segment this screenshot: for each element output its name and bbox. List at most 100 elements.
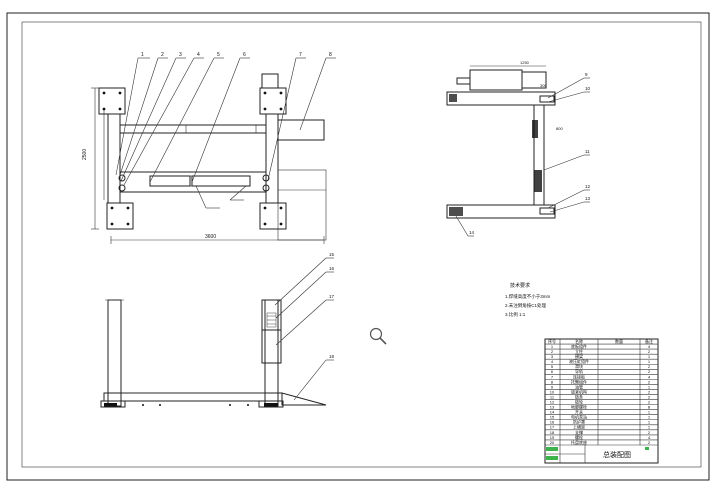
- balloon-label: 6: [243, 52, 246, 58]
- bom-cell: 20: [550, 440, 555, 445]
- bom-cell: 油管: [575, 383, 583, 389]
- title-block-name: 总装配图: [603, 450, 631, 459]
- bom-cell: 4: [648, 344, 651, 349]
- bom-cell: 液压缸组件: [569, 358, 589, 364]
- tech-note: 2.未注倒角按C1处理: [505, 302, 547, 309]
- balloon-label: 8: [329, 52, 332, 58]
- magnifier-icon[interactable]: [369, 327, 387, 345]
- bom-cell: 11: [550, 394, 555, 399]
- bom-cell: 导轨: [575, 368, 583, 374]
- lower-arm: [446, 204, 556, 219]
- cross-beam: [119, 171, 267, 193]
- bom-cell: 3: [551, 354, 554, 359]
- bom-cell: 2: [648, 379, 651, 384]
- bom-cell: 14: [550, 410, 555, 415]
- bom-cell: 7: [551, 374, 554, 379]
- bom-cell: 开关: [575, 409, 583, 415]
- sheet-outer-border: [6, 12, 710, 481]
- base-plate: [106, 202, 134, 230]
- balloon-label: 1: [141, 52, 144, 58]
- arm-extension: [277, 119, 325, 141]
- bom-cell: 19: [550, 435, 555, 440]
- bom-cell: 18: [550, 430, 555, 435]
- side-view: 1250 800 300 9 10 11 12 13 14: [446, 60, 591, 237]
- column: [265, 113, 279, 204]
- bom-cell: 螺栓: [575, 434, 583, 440]
- sheet-inner-border: [21, 21, 702, 468]
- bom-cell: 2: [648, 430, 651, 435]
- balloon-label: 14: [469, 230, 475, 235]
- base-plate: [259, 202, 287, 230]
- bom-cell: 滑块: [575, 363, 583, 369]
- bom-cell: 15: [550, 415, 555, 420]
- dim-side-b: 300: [540, 83, 547, 88]
- bom-cell: 1: [648, 415, 651, 420]
- bom-cell: 电机泵站: [571, 414, 587, 420]
- balloon-label: 15: [329, 252, 335, 257]
- base-plate: [98, 87, 126, 115]
- balloon-label: 13: [585, 196, 591, 201]
- balloon-label: 7: [299, 52, 302, 58]
- tech-note: 1.焊缝高度不小于3mm: [505, 293, 551, 300]
- bom-cell: 防护罩: [573, 419, 585, 425]
- base-plate: [259, 87, 287, 115]
- bom-cell: 立柱: [575, 348, 583, 354]
- bom-cell: 支撑: [575, 429, 583, 435]
- motor-block: [261, 73, 279, 89]
- dim-top: 1250: [520, 60, 530, 65]
- bom-cell: 1: [648, 425, 651, 430]
- bom-cell: 锁紧机构: [571, 388, 587, 394]
- bom-cell: 13: [550, 405, 555, 410]
- bom-cell: 2: [551, 349, 554, 354]
- bom-cell: 2: [648, 394, 651, 399]
- dim-width: 3600: [205, 234, 216, 240]
- balloon-label: 11: [585, 149, 590, 154]
- bom-cell: 2: [648, 364, 651, 369]
- bom-cell: 连接板: [573, 373, 585, 379]
- bom-cell: 9: [551, 384, 554, 389]
- bom-cell: 2: [648, 369, 651, 374]
- cross-beam: [119, 124, 267, 134]
- bom-cell: 2: [648, 440, 651, 445]
- dim-side-a: 800: [556, 126, 563, 131]
- top-view: 3600 2500 1 2 3 4 5: [82, 52, 336, 244]
- balloon-label: 9: [585, 72, 588, 77]
- bom-cell: 1: [648, 354, 651, 359]
- upper-arm: [446, 91, 556, 106]
- bom-cell: 地脚螺栓: [571, 404, 587, 410]
- balloon-label: 17: [329, 294, 335, 299]
- balloon-label: 5: [217, 52, 220, 58]
- balloon-label: 18: [329, 354, 335, 359]
- bom-frame: [544, 338, 659, 464]
- top-callouts: 1 2 3 4 5 6 7 8: [115, 52, 336, 209]
- cylinder-block: [261, 329, 282, 364]
- bom-cell: 1: [648, 420, 651, 425]
- tech-note: 3.比例 1:1: [505, 311, 526, 318]
- balloon-label: 3: [179, 52, 182, 58]
- motor-housing: [469, 69, 523, 91]
- dim-height: 2500: [82, 149, 88, 160]
- bom-cell: 2: [648, 349, 651, 354]
- bom-cell: 12: [550, 400, 555, 405]
- bom-cell: 2: [648, 389, 651, 394]
- bom-cell: 6: [551, 369, 554, 374]
- balloon-label: 16: [329, 266, 335, 271]
- front-callouts: 15 16 17 18: [274, 252, 335, 401]
- bom-cell: 链条: [575, 393, 583, 399]
- side-callouts: 9 10 11 12 13 14: [455, 72, 591, 237]
- bom-cell: 5: [551, 364, 554, 369]
- bom-header-cell: 备注: [645, 338, 653, 344]
- balloon-label: 10: [585, 86, 591, 91]
- title-block-marker: [546, 447, 558, 451]
- bom-cell: 4: [551, 359, 554, 364]
- bom-cell: 17: [550, 425, 555, 430]
- bom-cell: 10: [550, 389, 555, 394]
- bom-cell: 4: [648, 435, 651, 440]
- bom-cell: 1: [551, 344, 554, 349]
- balloon-label: 12: [585, 184, 591, 189]
- title-block-marker: [645, 447, 649, 450]
